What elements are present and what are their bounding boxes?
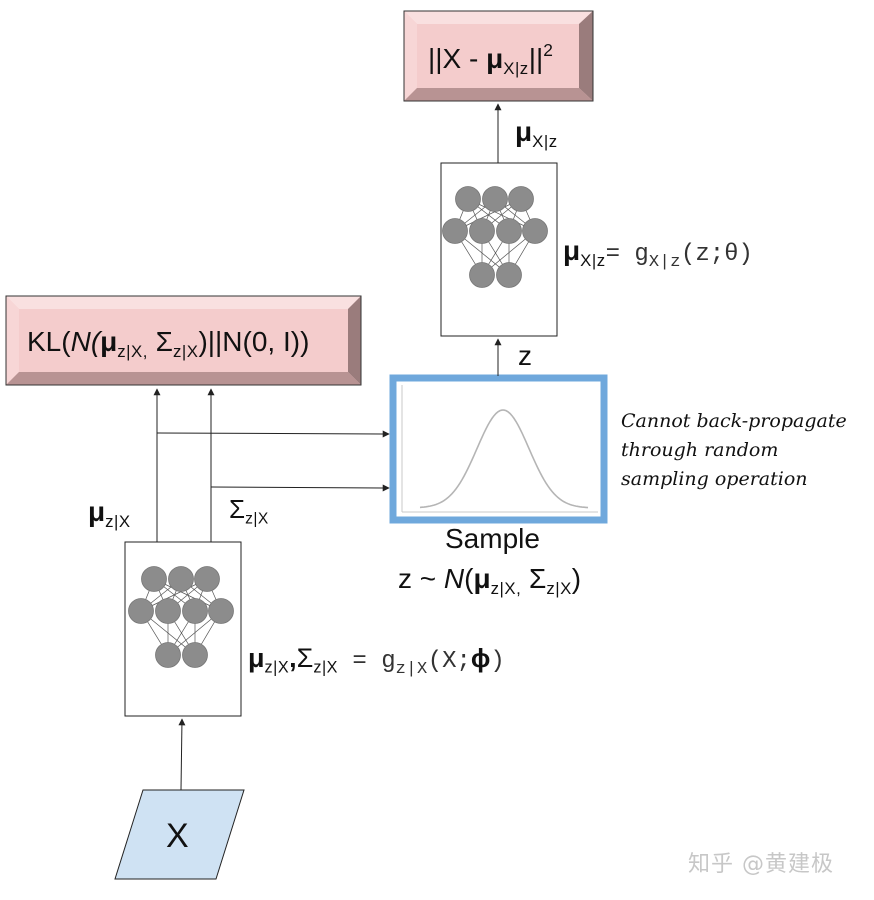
gaussian-curve-icon xyxy=(419,409,589,509)
network-node xyxy=(496,262,522,288)
sample-normal-symbol: N xyxy=(443,563,465,594)
encoder-eq-mu: μ xyxy=(248,643,265,673)
sample-sigma: Σ xyxy=(521,563,547,594)
sample-open-paren: ( xyxy=(464,563,474,594)
kl-prefix: KL( xyxy=(27,326,71,357)
network-node xyxy=(128,598,154,624)
kl-sigma: Σ xyxy=(147,326,173,357)
encoder-sigma-subscript: z|X xyxy=(245,510,269,528)
sample-caption-formula: z ~ N(μz|X, Σz|X) xyxy=(398,565,581,598)
network-node xyxy=(469,262,495,288)
decoder-eq-function: g xyxy=(634,241,649,268)
sample-close-paren: ) xyxy=(571,563,582,594)
network-node xyxy=(496,218,522,244)
latent-z-label: z xyxy=(518,340,532,371)
sample-caption-title: Sample xyxy=(445,523,540,554)
network-node xyxy=(482,186,508,212)
encoder-eq-sigma-subscript: z|X xyxy=(313,658,338,677)
decoder-output-label: μX|z xyxy=(515,118,558,151)
network-node xyxy=(208,598,234,624)
encoder-network xyxy=(124,541,242,717)
decoder-network xyxy=(440,162,558,337)
kl-divergence-box xyxy=(5,295,362,386)
note-line-2: through random xyxy=(621,439,779,461)
note-line-1: Cannot back-propagate xyxy=(621,410,847,432)
network-node xyxy=(141,566,167,592)
neural-network-icon xyxy=(442,186,548,288)
decoder-eq-equals: = xyxy=(605,241,635,268)
neural-network-icon xyxy=(128,566,234,668)
encoder-eq-phi: ϕ xyxy=(470,643,491,673)
encoder-mu-subscript: z|X xyxy=(105,511,131,531)
loss-mu-subscript: X|z xyxy=(503,59,529,79)
network-node xyxy=(182,598,208,624)
kl-mu: μ xyxy=(100,326,118,357)
connectors xyxy=(153,103,502,791)
encoder-sigma: Σ xyxy=(229,494,246,524)
network-node xyxy=(469,218,495,244)
arrow-sigma-to-sample xyxy=(210,484,390,492)
encoder-eq-equals: = xyxy=(337,648,382,675)
sample-sigma-subscript: z|X xyxy=(546,578,572,598)
watermark: 知乎 @黄建极 xyxy=(688,852,834,877)
encoder-mu: μ xyxy=(88,496,106,527)
network-node xyxy=(155,642,181,668)
kl-open-paren: ( xyxy=(90,326,101,357)
network-node xyxy=(442,218,468,244)
network-node xyxy=(455,186,481,212)
decoder-eq-args: (z;θ) xyxy=(680,241,753,268)
encoder-eq-function-subscript: z|X xyxy=(395,659,428,679)
arrow-input-to-encoder xyxy=(178,718,186,791)
kl-normal-symbol: N xyxy=(70,326,91,357)
encoder-eq-close: ) xyxy=(490,648,505,675)
network-node xyxy=(522,218,548,244)
encoder-eq-comma: , xyxy=(289,643,297,673)
encoder-equation: μz|X,Σz|X = gz|X(X;ϕ) xyxy=(248,645,505,678)
loss-prefix: ||X - xyxy=(428,43,487,75)
note-line-3: sampling operation xyxy=(621,468,808,490)
kl-suffix: )||N(0, I)) xyxy=(198,326,310,357)
arrow-mu-to-sample xyxy=(156,430,390,438)
decoder-output-mu: μ xyxy=(515,116,533,147)
decoder-output-subscript: X|z xyxy=(532,131,558,151)
encoder-mu-label: μz|X xyxy=(88,498,131,531)
backprop-note: Cannot back-propagate through random sam… xyxy=(621,407,847,494)
input-node xyxy=(114,789,245,880)
kl-divergence-label: KL(N(μz|X, Σz|X)||N(0, I)) xyxy=(27,328,309,361)
network-node xyxy=(182,642,208,668)
reconstruction-loss-label: ||X - μX|z||2 xyxy=(428,40,553,79)
kl-mu-subscript: z|X, xyxy=(117,341,148,361)
network-node xyxy=(508,186,534,212)
encoder-eq-mu-subscript: z|X xyxy=(264,658,290,677)
decoder-eq-function-subscript: X|z xyxy=(648,252,681,272)
loss-power: 2 xyxy=(543,40,553,60)
input-x-label: X xyxy=(166,817,189,855)
encoder-sigma-label: Σz|X xyxy=(229,496,269,527)
reconstruction-loss-box xyxy=(403,10,594,102)
encoder-eq-function: g xyxy=(381,648,396,675)
network-node xyxy=(194,566,220,592)
decoder-eq-mu: μ xyxy=(563,235,581,266)
sample-mu: μ xyxy=(473,563,491,594)
decoder-eq-mu-subscript: X|z xyxy=(580,250,606,270)
loss-mu: μ xyxy=(486,43,504,75)
sampling-box xyxy=(389,374,608,524)
sample-mu-subscript: z|X, xyxy=(490,578,522,598)
sample-z: z ~ xyxy=(398,563,444,594)
loss-suffix: || xyxy=(528,43,544,75)
network-node xyxy=(155,598,181,624)
kl-sigma-subscript: z|X xyxy=(172,341,199,361)
network-node xyxy=(168,566,194,592)
encoder-eq-args: (X; xyxy=(427,648,471,675)
decoder-equation: μX|z= gX|z(z;θ) xyxy=(563,237,753,271)
encoder-eq-sigma: Σ xyxy=(296,643,314,673)
